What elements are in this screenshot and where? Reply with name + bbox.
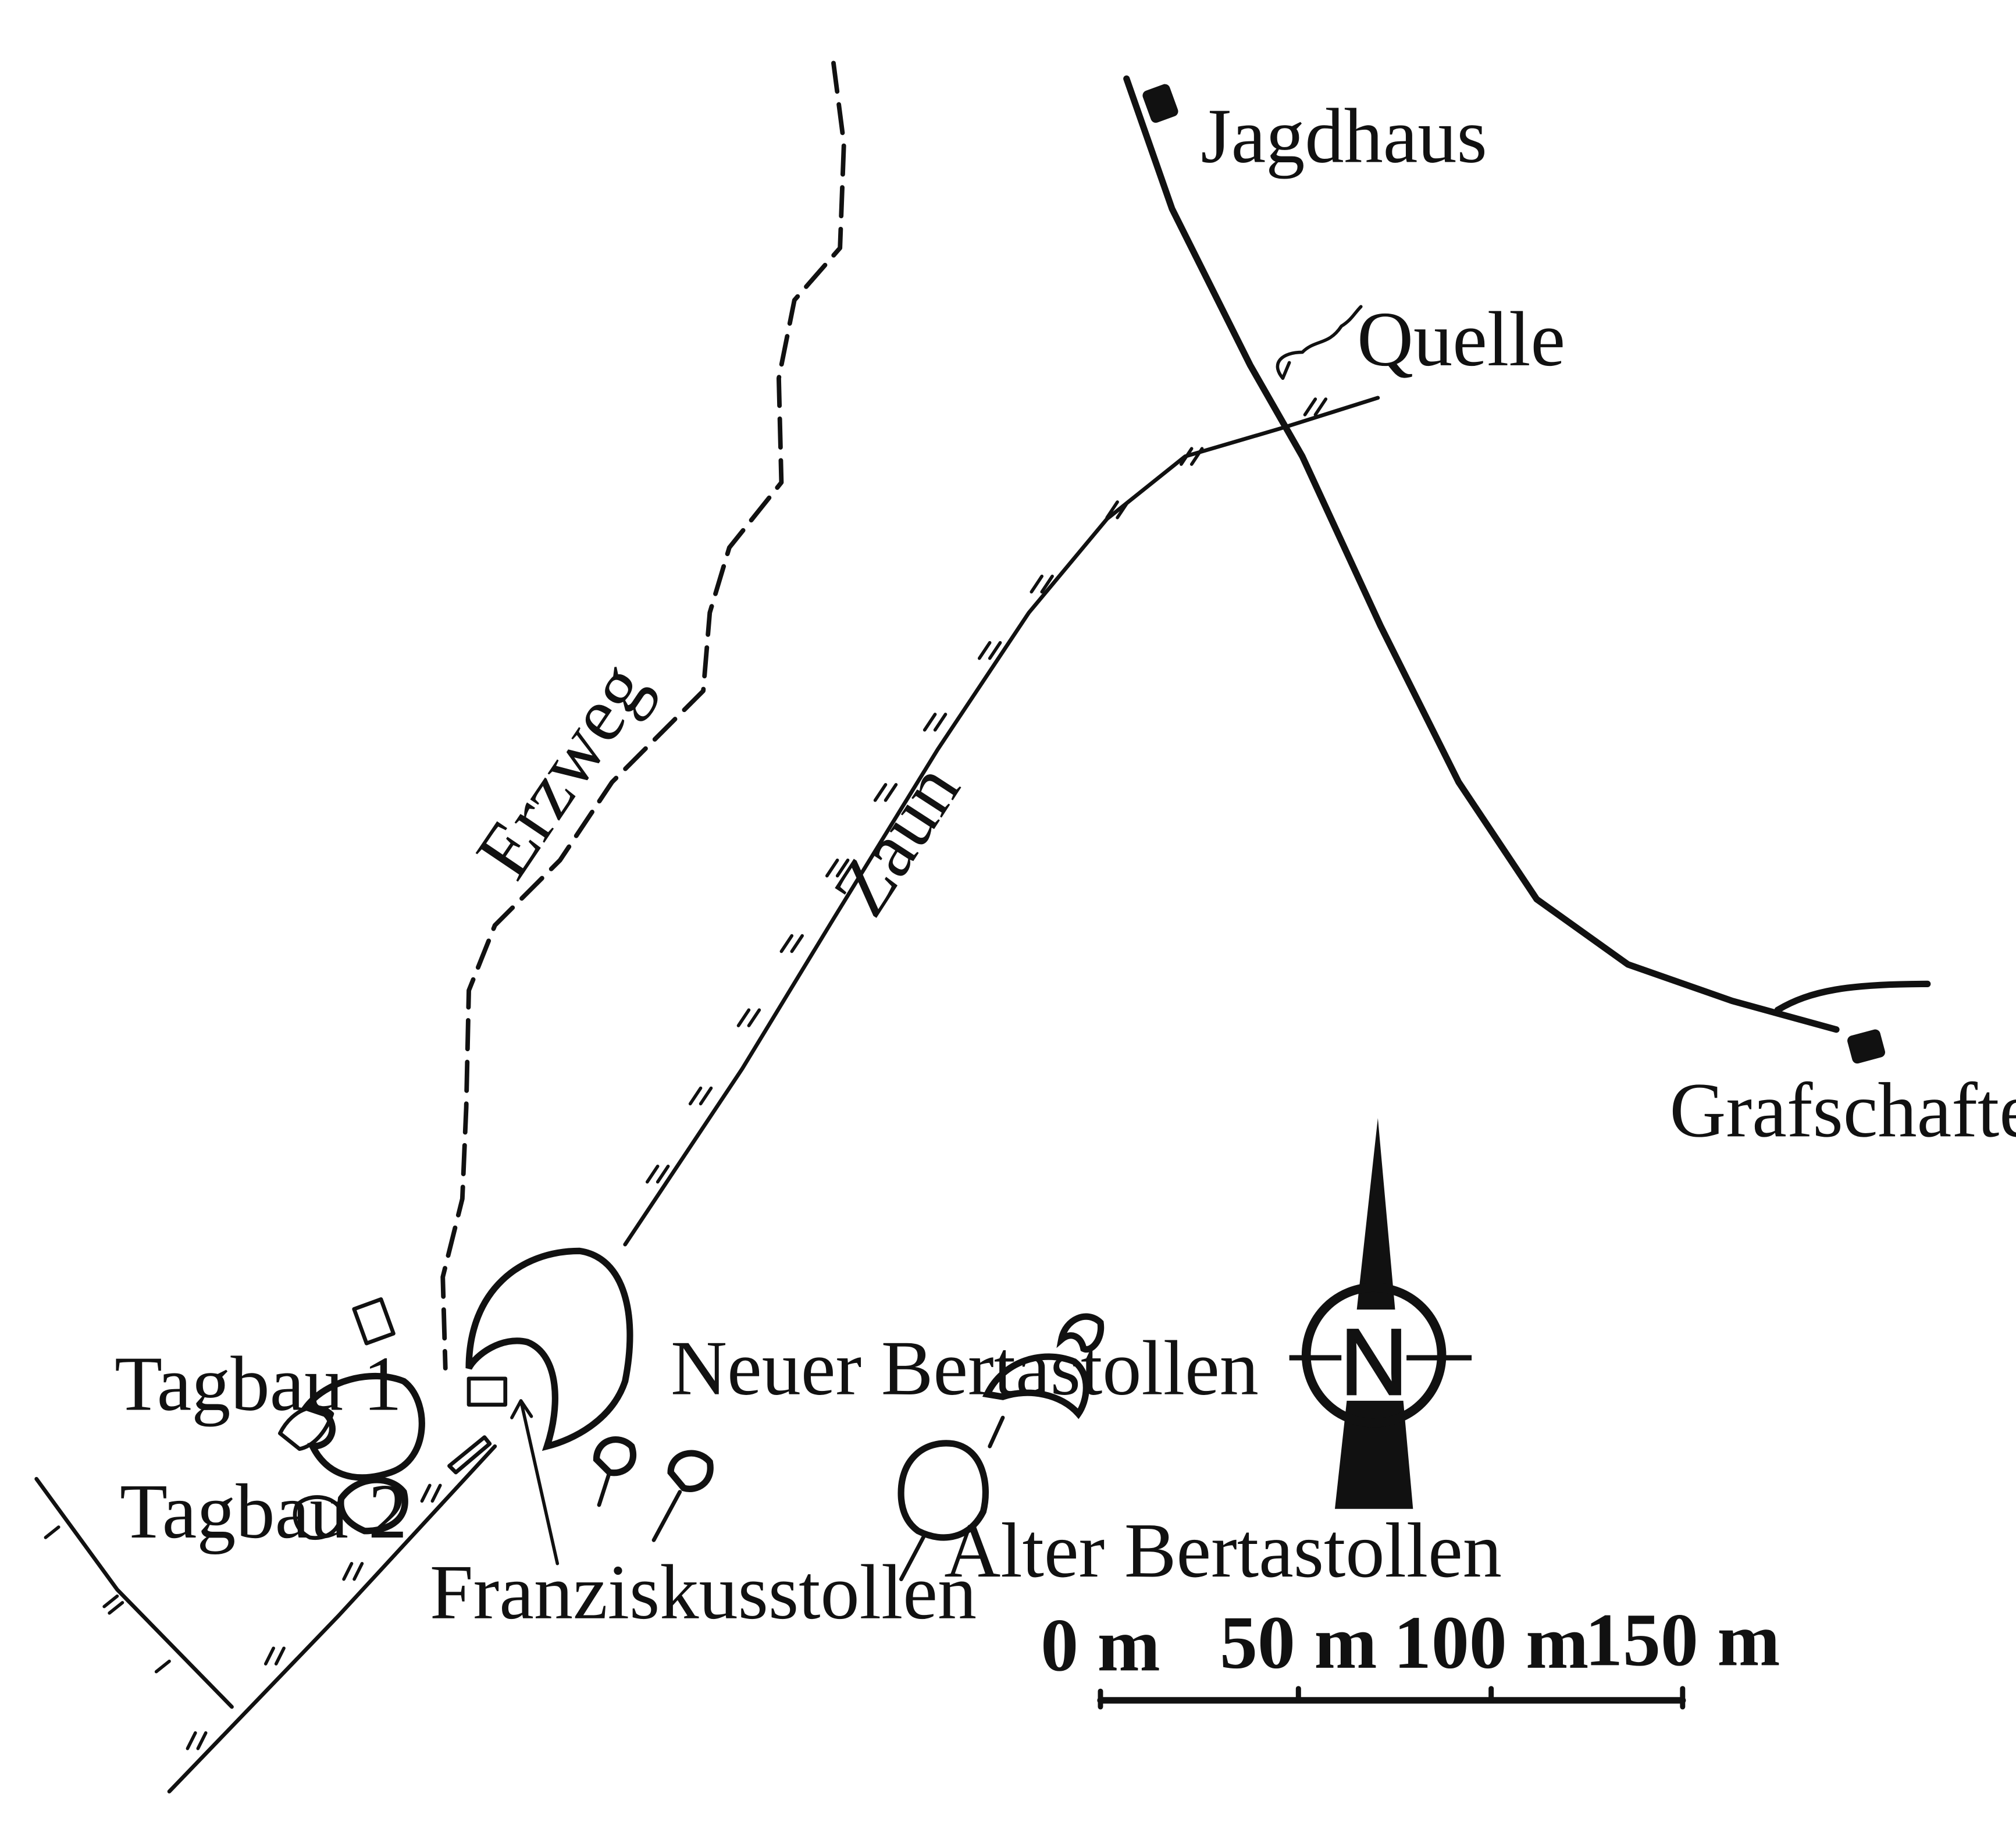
scale-tick-0: 0 m [1041, 1603, 1160, 1687]
scale-tick-150: 150 m [1585, 1598, 1780, 1682]
alter-bertastollen-adit [899, 1533, 927, 1581]
zaun-fence-ticks [645, 397, 1328, 1184]
tagbau2-pit [293, 1495, 343, 1540]
compass-north-letter: N [1340, 1310, 1408, 1415]
quelle-spring-icon [1276, 305, 1363, 380]
north-arrow-compass: N [1289, 1118, 1472, 1509]
scale-bar: 0 m 50 m 100 m 150 m [1041, 1598, 1780, 1710]
tagbau2-heap [337, 1476, 408, 1535]
label-tagbau2: Tagbau 2 [120, 1468, 407, 1555]
label-franziskusstollen: Franziskusstollen [430, 1549, 977, 1636]
small-heap-1 [593, 1436, 637, 1476]
small-building-1 [352, 1297, 396, 1346]
jagdhaus-building [1142, 84, 1178, 123]
small-heap-2 [667, 1450, 714, 1492]
franziskusstollen-heap [465, 1247, 633, 1451]
label-alter-bertastollen: Alter Bertastollen [944, 1507, 1502, 1594]
label-grafschafteralm: Grafschafteralm [1669, 1067, 2016, 1154]
grafschafteralm-building [1847, 1029, 1885, 1064]
lower-fence-line [34, 1444, 497, 1793]
neuer-bertastollen-heap [982, 1353, 1089, 1419]
tagbau1-heap [301, 1372, 425, 1481]
label-quelle: Quelle [1357, 296, 1565, 383]
road-jagdhaus-grafschafteralm [1123, 75, 1840, 1033]
road-branch [1774, 980, 1931, 1013]
small-heap-1-adit [597, 1470, 612, 1507]
scale-tick-50: 50 m [1220, 1601, 1377, 1685]
erzweg-path [440, 61, 846, 1371]
label-neuer-bertastollen: Neuer Bertastollen [671, 1325, 1259, 1412]
scale-tick-100: 100 m [1394, 1601, 1588, 1685]
label-tagbau1: Tagbau 1 [115, 1341, 402, 1428]
zaun-fence-line [623, 396, 1380, 1247]
alter-bertastollen-heap [897, 1440, 989, 1541]
label-zaun: Zaun [817, 749, 977, 931]
adit-entrance-franziskus [447, 1435, 492, 1475]
franziskusstollen-pointer [510, 1399, 560, 1565]
neuer-bertastollen-adit [988, 1415, 1005, 1449]
lower-fence-ticks [44, 1483, 442, 1750]
small-building-2 [466, 1376, 508, 1407]
label-jagdhaus: Jagdhaus [1201, 93, 1487, 180]
small-heap-2-adit [651, 1490, 682, 1542]
tagbau1-pit [278, 1405, 334, 1451]
neuer-bertastollen-small-heap [1056, 1313, 1105, 1353]
